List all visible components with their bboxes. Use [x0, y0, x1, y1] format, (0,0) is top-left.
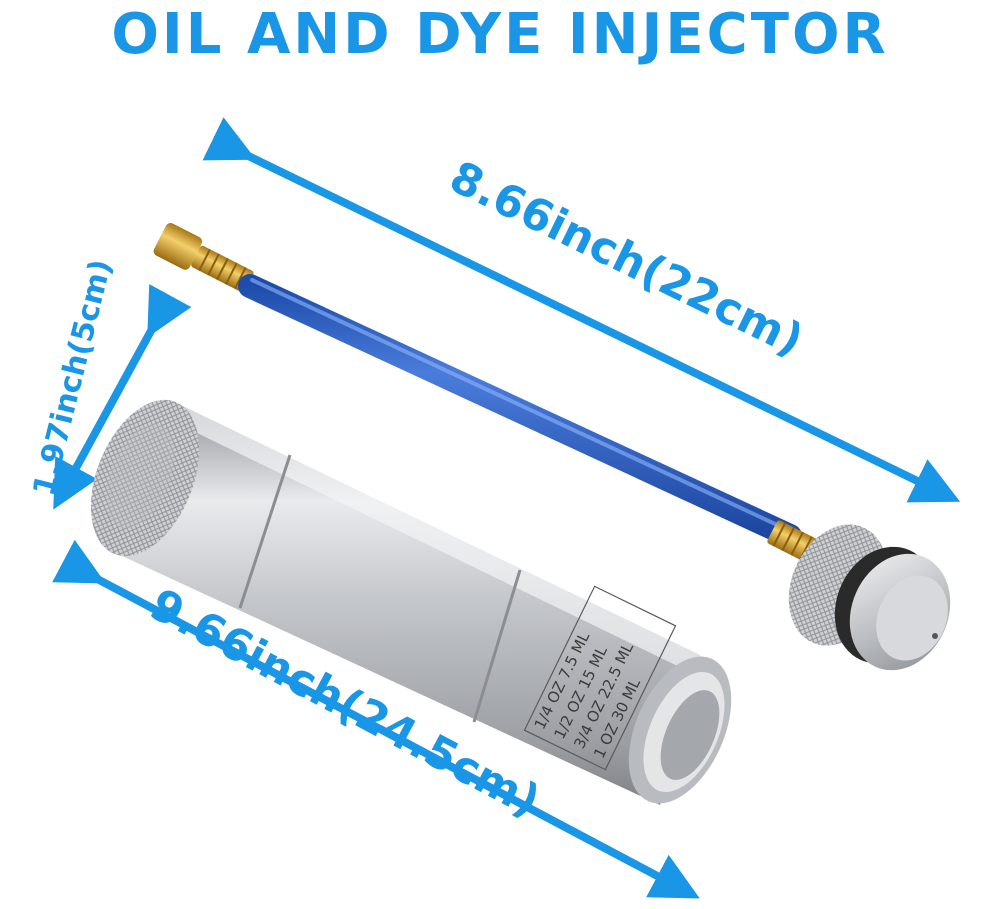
hose-length-arrow	[202, 117, 961, 503]
body-length-arrow	[52, 539, 700, 899]
hose-length-label: 8.66inch(22cm)	[442, 151, 811, 366]
page-title: OIL AND DYE INJECTOR	[111, 2, 889, 67]
charging-hose	[153, 222, 951, 671]
injector-body: 1/4 OZ 7.5 ML 1/2 OZ 15 ML 3/4 OZ 22.5 M…	[90, 399, 732, 805]
diameter-arrow	[53, 284, 192, 510]
open-thread-end	[628, 656, 732, 804]
brass-coupler	[153, 222, 254, 293]
hose-end-cap	[788, 524, 951, 671]
blue-hose	[238, 274, 802, 548]
knurled-cap	[90, 399, 200, 557]
